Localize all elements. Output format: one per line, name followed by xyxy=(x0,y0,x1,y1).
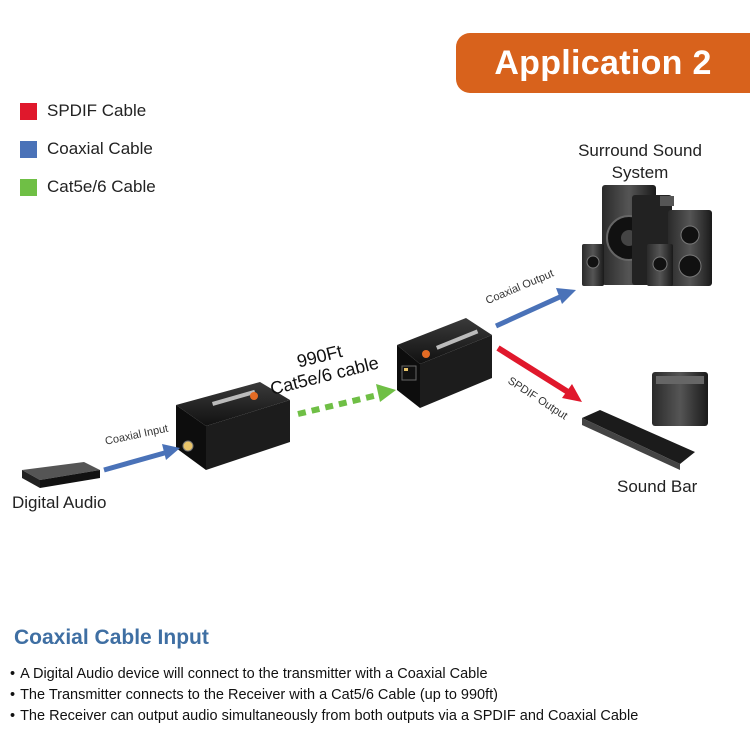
digital-audio-device-image xyxy=(22,462,100,488)
cat5-cable-arrow xyxy=(297,384,396,417)
surround-speakers-image xyxy=(582,185,712,286)
section-title: Coaxial Cable Input xyxy=(14,626,209,649)
transmitter-image xyxy=(176,382,290,470)
receiver-image xyxy=(397,318,492,408)
description-item: A Digital Audio device will connect to t… xyxy=(10,664,745,685)
sound-bar-image xyxy=(582,372,708,470)
legend-item-coaxial: Coaxial Cable xyxy=(20,139,153,159)
coaxial-input-arrow xyxy=(103,444,180,473)
legend-label: SPDIF Cable xyxy=(47,101,147,120)
coaxial-swatch xyxy=(20,140,37,158)
legend-item-spdif: SPDIF Cable xyxy=(20,101,146,121)
description-item: The Transmitter connects to the Receiver… xyxy=(10,685,745,706)
spdif-swatch xyxy=(20,102,37,120)
legend-label: Coaxial Cable xyxy=(47,139,153,158)
diagram-graphics xyxy=(22,185,712,488)
application-banner: Application 2 xyxy=(456,33,750,93)
surround-sound-label: Surround Sound System xyxy=(578,141,702,182)
description-item: The Receiver can output audio simultaneo… xyxy=(10,706,745,727)
sound-bar-label: Sound Bar xyxy=(617,477,698,496)
spdif-output-arrow xyxy=(496,345,582,402)
description-list: A Digital Audio device will connect to t… xyxy=(10,664,745,727)
digital-audio-label: Digital Audio xyxy=(12,493,107,512)
legend-item-cat5: Cat5e/6 Cable xyxy=(20,177,156,197)
coaxial-output-arrow xyxy=(494,288,576,329)
cat5-swatch xyxy=(20,178,37,196)
legend-label: Cat5e/6 Cable xyxy=(47,177,156,196)
